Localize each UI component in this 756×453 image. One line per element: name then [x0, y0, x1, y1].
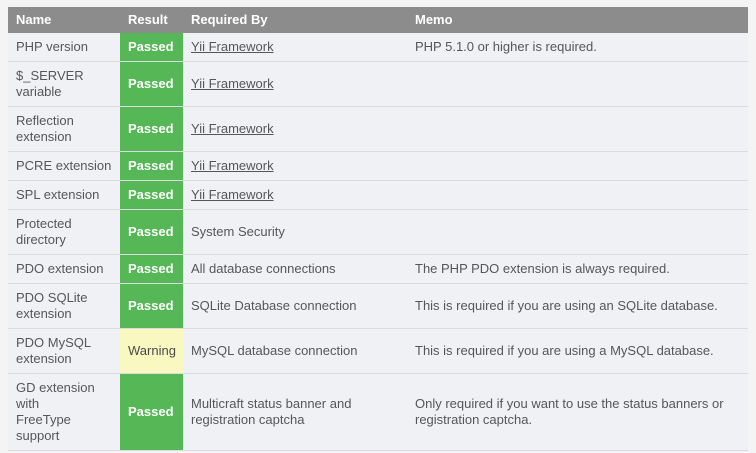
required-by-link[interactable]: Yii Framework [191, 158, 274, 173]
column-header-required-by: Required By [183, 7, 407, 33]
memo-cell [407, 180, 748, 210]
memo-cell: PHP 5.1.0 or higher is required. [407, 33, 748, 62]
required-by-link[interactable]: Yii Framework [191, 187, 274, 202]
table-row: $_SERVER variable Passed Yii Framework [8, 61, 748, 107]
result-badge: Warning [120, 328, 183, 374]
requirement-name: PHP version [8, 33, 120, 62]
required-by-cell: Yii Framework [183, 33, 407, 62]
requirement-name: PDO SQLite extension [8, 283, 120, 329]
table-row: PDO extension Passed All database connec… [8, 254, 748, 284]
required-by-cell: Yii Framework [183, 180, 407, 210]
memo-cell: Only required if you want to use the sta… [407, 373, 748, 451]
required-by-cell: SQLite Database connection [183, 283, 407, 329]
result-badge: Passed [120, 254, 183, 284]
memo-cell: The PHP PDO extension is always required… [407, 254, 748, 284]
requirement-name: PCRE extension [8, 151, 120, 181]
memo-cell: This is required if you are using an SQL… [407, 283, 748, 329]
result-badge: Passed [120, 61, 183, 107]
table-row: GD extension with FreeType support Passe… [8, 373, 748, 451]
required-by-cell: Yii Framework [183, 106, 407, 152]
requirement-name: $_SERVER variable [8, 61, 120, 107]
required-by-cell: MySQL database connection [183, 328, 407, 374]
result-badge: Passed [120, 180, 183, 210]
result-badge: Passed [120, 373, 183, 451]
required-by-cell: All database connections [183, 254, 407, 284]
table-body: PHP version Passed Yii Framework PHP 5.1… [8, 33, 748, 451]
required-by-cell: Multicraft status banner and registratio… [183, 373, 407, 451]
memo-cell [407, 151, 748, 181]
table-row: SPL extension Passed Yii Framework [8, 180, 748, 210]
table-row: PCRE extension Passed Yii Framework [8, 151, 748, 181]
table-header: Name Result Required By Memo [8, 7, 748, 33]
result-badge: Passed [120, 151, 183, 181]
table-row: PDO SQLite extension Passed SQLite Datab… [8, 283, 748, 329]
required-by-cell: System Security [183, 209, 407, 255]
result-badge: Passed [120, 106, 183, 152]
requirement-name: Reflection extension [8, 106, 120, 152]
result-badge: Passed [120, 209, 183, 255]
required-by-cell: Yii Framework [183, 151, 407, 181]
memo-cell [407, 209, 748, 255]
result-badge: Passed [120, 33, 183, 62]
table-row: PHP version Passed Yii Framework PHP 5.1… [8, 33, 748, 62]
requirement-name: SPL extension [8, 180, 120, 210]
requirement-name: PDO extension [8, 254, 120, 284]
required-by-link[interactable]: Yii Framework [191, 121, 274, 136]
required-by-link[interactable]: Yii Framework [191, 76, 274, 91]
table-row: Protected directory Passed System Securi… [8, 209, 748, 255]
required-by-cell: Yii Framework [183, 61, 407, 107]
requirements-table: Name Result Required By Memo PHP version… [8, 7, 748, 451]
header-row: Name Result Required By Memo [8, 7, 748, 33]
column-header-memo: Memo [407, 7, 748, 33]
result-badge: Passed [120, 283, 183, 329]
column-header-name: Name [8, 7, 120, 33]
memo-cell: This is required if you are using a MySQ… [407, 328, 748, 374]
memo-cell [407, 106, 748, 152]
requirement-name: Protected directory [8, 209, 120, 255]
table-row: PDO MySQL extension Warning MySQL databa… [8, 328, 748, 374]
table-row: Reflection extension Passed Yii Framewor… [8, 106, 748, 152]
memo-cell [407, 61, 748, 107]
requirement-name: PDO MySQL extension [8, 328, 120, 374]
column-header-result: Result [120, 7, 183, 33]
required-by-link[interactable]: Yii Framework [191, 39, 274, 54]
requirement-name: GD extension with FreeType support [8, 373, 120, 451]
